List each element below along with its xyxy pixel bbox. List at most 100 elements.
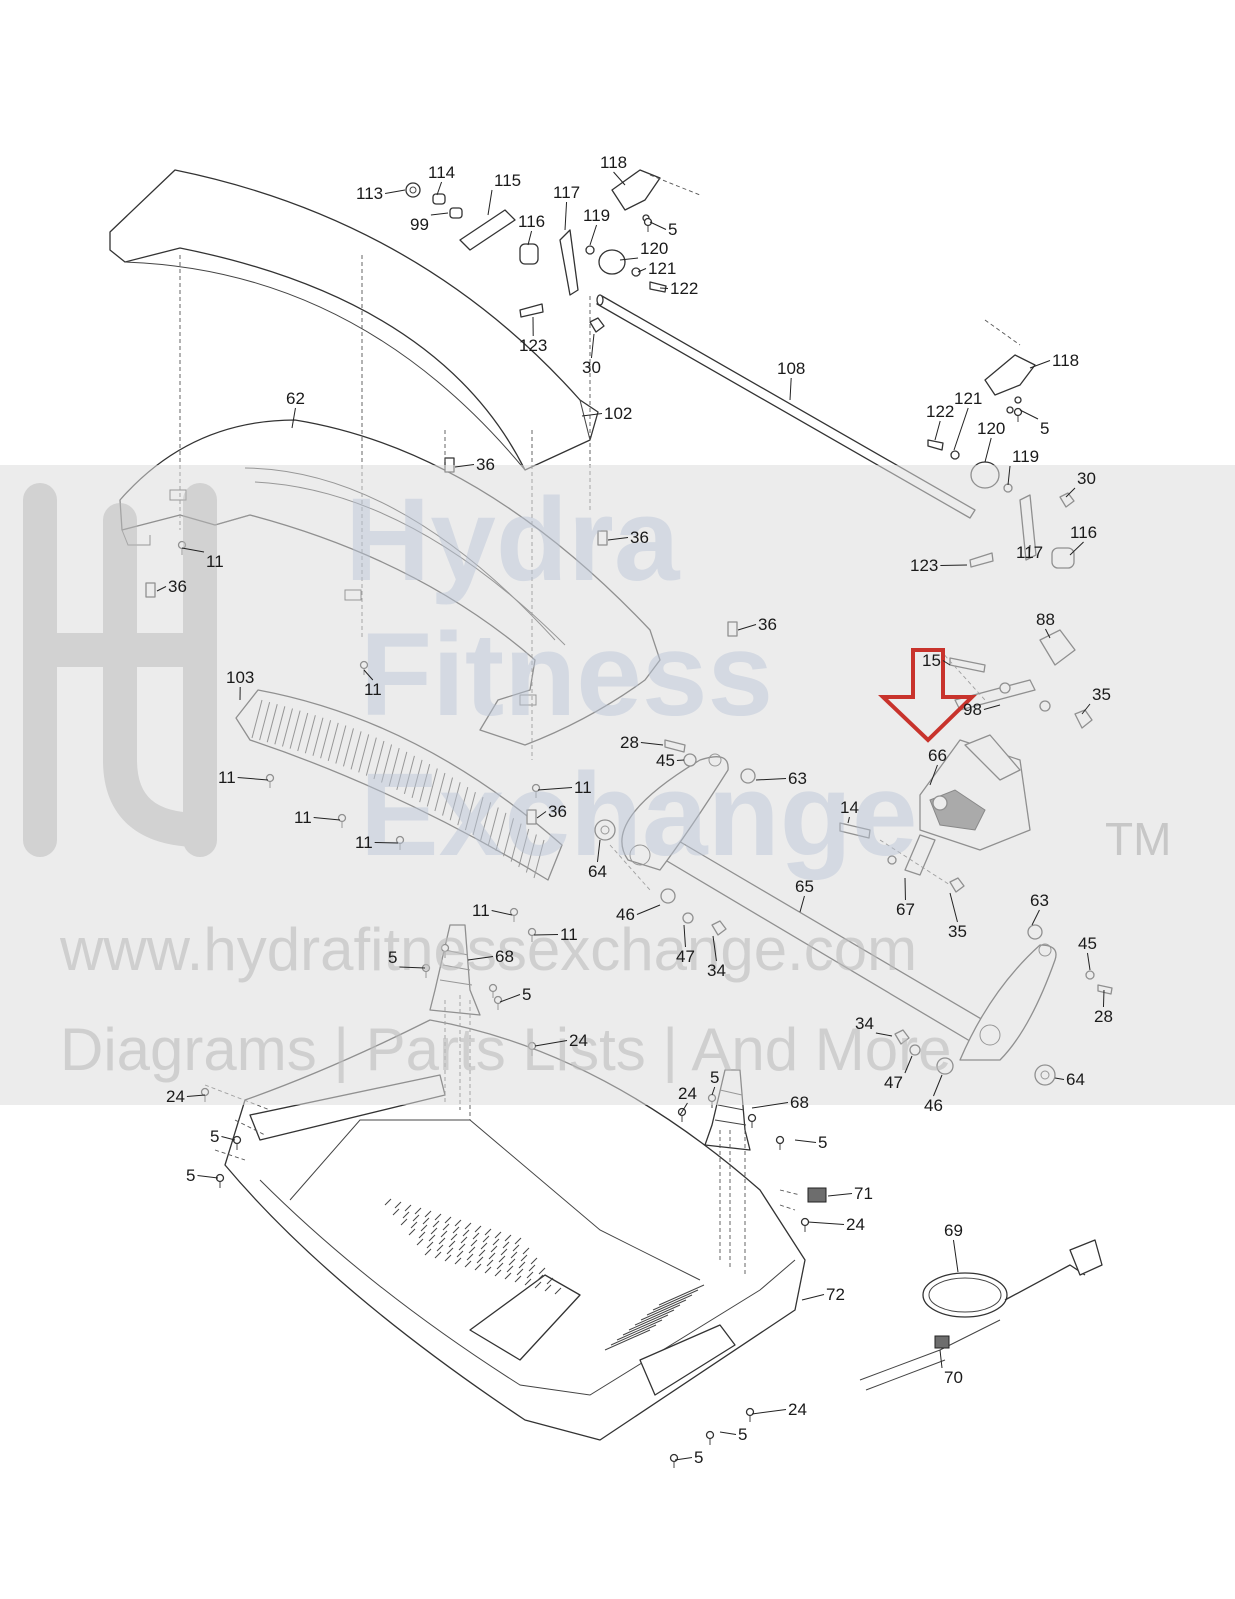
callout-36: 36 [156,577,187,596]
callout-64: 64 [588,839,607,881]
vent-slot [528,1264,536,1272]
leader-line [467,956,494,961]
callout-label: 98 [963,700,982,719]
vent-slot [516,1268,524,1276]
screw-icon [775,1135,785,1150]
vent-slot [462,1229,470,1237]
vent-slot [652,1289,699,1311]
leader-line [363,669,374,681]
callout-5: 5 [719,1425,747,1444]
callout-70: 70 [939,1349,963,1387]
screw-icon [747,1113,757,1128]
vent-slot [404,1204,412,1212]
leader-line [929,764,938,786]
callout-label: 65 [795,877,814,896]
wire-harness-70 [859,1319,1001,1391]
leader-line [613,171,626,186]
callout-label: 5 [186,1166,195,1185]
callout-117: 117 [553,183,580,231]
leader-line [640,742,664,746]
vent-slot [616,1319,663,1341]
callout-label: 121 [648,259,676,278]
leader-line [939,1349,943,1369]
callout-label: 120 [640,239,668,258]
callout-30: 30 [1065,469,1096,498]
vent-slot [486,1259,494,1267]
vent-slot [514,1237,522,1245]
callout-99: 99 [410,212,449,234]
callout-24: 24 [534,1031,588,1050]
callout-label: 47 [676,947,695,966]
callout-label: 28 [1094,1007,1113,1026]
callout-label: 11 [472,901,490,920]
callout-118: 118 [600,153,627,186]
callout-label: 34 [855,1014,874,1033]
callout-label: 116 [518,212,545,231]
leader-line [1054,1077,1065,1080]
callout-label: 24 [166,1087,185,1106]
leader-line [719,1431,737,1435]
callout-118: 118 [1029,351,1079,370]
watermark-tagline: Diagrams | Parts Lists | And More [60,1016,951,1083]
vent-slot [470,1239,478,1247]
vent-slot [384,1198,392,1206]
callout-11: 11 [537,778,592,797]
leader-line [534,1040,568,1047]
vent-slot [488,1252,496,1260]
vent-slot [530,1257,538,1265]
vent-slot [518,1261,526,1269]
vent-slot [464,1260,472,1268]
callout-label: 45 [656,751,675,770]
vent-slot [546,1277,554,1285]
vent-slot [452,1226,460,1234]
vent-slot [436,1244,444,1252]
vent-slot [610,1324,657,1346]
callout-label: 5 [694,1448,703,1467]
callout-11: 11 [355,833,399,852]
callout-14: 14 [840,798,859,824]
screw-icon [800,1217,810,1232]
vent-slot [504,1234,512,1242]
callout-label: 99 [410,215,429,234]
vent-slot [494,1269,502,1277]
callout-label: 35 [948,922,967,941]
vent-slot [416,1238,424,1246]
vent-slot [412,1214,420,1222]
leader-line [751,1102,789,1109]
leader-line [755,778,787,781]
vent-slot [424,1210,432,1218]
callout-63: 63 [755,769,807,788]
vent-slot [496,1262,504,1270]
callout-11: 11 [294,808,341,827]
callout-label: 5 [818,1133,827,1152]
leader-line [436,181,443,196]
callout-5: 5 [186,1166,219,1185]
callout-label: 24 [846,1215,865,1234]
callout-label: 69 [944,1221,963,1240]
leader-line [487,189,493,216]
vent-slot [426,1241,434,1249]
callout-label: 24 [678,1084,697,1103]
callout-35: 35 [1081,685,1111,715]
callout-label: 46 [616,905,635,924]
callout-5: 5 [649,220,677,239]
callout-11: 11 [363,669,382,699]
leader-line [674,1457,693,1461]
callout-label: 11 [218,768,236,787]
callout-5: 5 [210,1127,236,1146]
callout-label: 64 [588,862,607,881]
leader-line [454,464,475,468]
callout-label: 14 [840,798,859,817]
callout-label: 5 [388,948,397,967]
screw-icon [669,1453,679,1468]
vent-slot [444,1216,452,1224]
highlight-arrow-icon [878,648,977,743]
vent-slot [480,1242,488,1250]
vent-slot [484,1266,492,1274]
vent-slot [414,1207,422,1215]
leader-line [952,1239,959,1273]
callout-45: 45 [1078,934,1097,971]
leader-line [847,816,850,824]
callout-66: 66 [928,746,947,786]
